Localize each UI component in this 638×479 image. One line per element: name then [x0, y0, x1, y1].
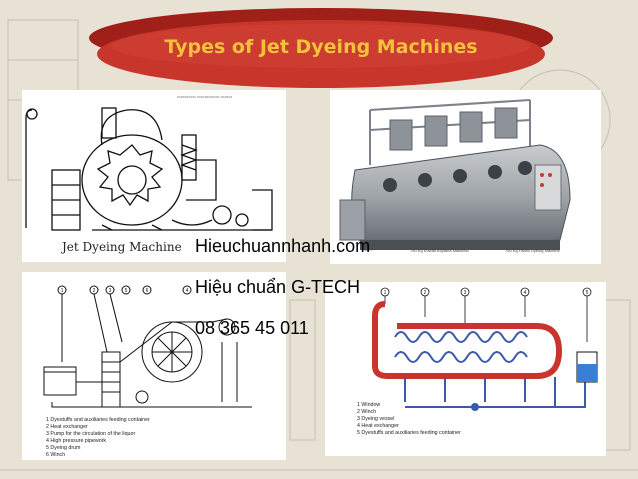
- legend-item: 2 Heat exchanger: [46, 424, 88, 430]
- schematic-right-legend: 1 Window 2 Winch 3 Dyeing vessel 4 Heat …: [357, 402, 461, 437]
- legend-item: 4 High pressure pipework: [46, 438, 107, 444]
- legend-item: 5 Dyeing drum: [46, 445, 81, 451]
- jet-sketch-caption: Jet Dyeing Machine: [62, 240, 182, 254]
- title-banner: [89, 8, 553, 88]
- watermark-website: Hieuchuannhanh.com: [195, 236, 371, 256]
- sketch-header-note: ▭▭▭▭▭ ▭▭▭▭▭▭ ▭▭▭: [177, 94, 233, 99]
- legend-item: 6 Winch: [46, 452, 66, 458]
- jet-machine-sketch: ▭▭▭▭▭ ▭▭▭▭▭▭ ▭▭▭ Jet Dyeing Machine: [22, 90, 286, 262]
- machine-photo: 750 Kg Kuwait Boyama Makinesi 750 Kg Fab…: [330, 90, 601, 264]
- legend-item: 2 Winch: [357, 409, 377, 415]
- callout-4: 4: [524, 290, 527, 296]
- photo-label-left: 750 Kg Kuwait Boyama Makinesi: [410, 248, 469, 253]
- jet-sketch-drawing: [25, 107, 273, 231]
- legend-item: 4 Heat exchanger: [357, 423, 399, 429]
- watermark-phone: 08 365 45 011: [195, 318, 309, 338]
- callout-5: 5: [586, 290, 589, 296]
- schematic-left: 1 2 3 5 6 4 1 Dyestuffs and auxiliaries …: [22, 272, 286, 460]
- legend-item: 1 Window: [357, 402, 381, 408]
- callout-1: 1: [61, 288, 64, 294]
- callout-2: 2: [93, 288, 96, 294]
- callout-5: 5: [125, 288, 128, 294]
- callout-1: 1: [384, 290, 387, 296]
- legend-item: 3 Dyeing vessel: [357, 416, 395, 422]
- slide-title: Types of Jet Dyeing Machines: [164, 36, 478, 58]
- schematic-left-drawing: 1 2 3 5 6 4: [43, 285, 252, 408]
- callout-3: 3: [464, 290, 467, 296]
- callout-4: 4: [186, 288, 189, 294]
- schematic-right: 1 2 3 4 5 1 Window 2 Winch 3 Dyeing vess…: [325, 282, 606, 456]
- callout-6: 6: [146, 288, 149, 294]
- callout-2: 2: [424, 290, 427, 296]
- schematic-left-legend: 1 Dyestuffs and auxiliaries feeding cont…: [46, 417, 150, 459]
- legend-item: 5 Dyestuffs and auxiliaries feeding cont…: [357, 430, 461, 436]
- legend-item: 3 Pump for the circulation of the liquor: [46, 431, 136, 437]
- schematic-right-drawing: 1 2 3 4 5: [372, 287, 598, 411]
- legend-item: 1 Dyestuffs and auxiliaries feeding cont…: [46, 417, 150, 423]
- machine-photo-drawing: [339, 99, 571, 251]
- callout-3: 3: [109, 288, 112, 294]
- photo-label-right: 750 Kg Fabric Dyeing Machine: [505, 248, 560, 253]
- watermark-company: Hiệu chuẩn G-TECH: [195, 277, 361, 297]
